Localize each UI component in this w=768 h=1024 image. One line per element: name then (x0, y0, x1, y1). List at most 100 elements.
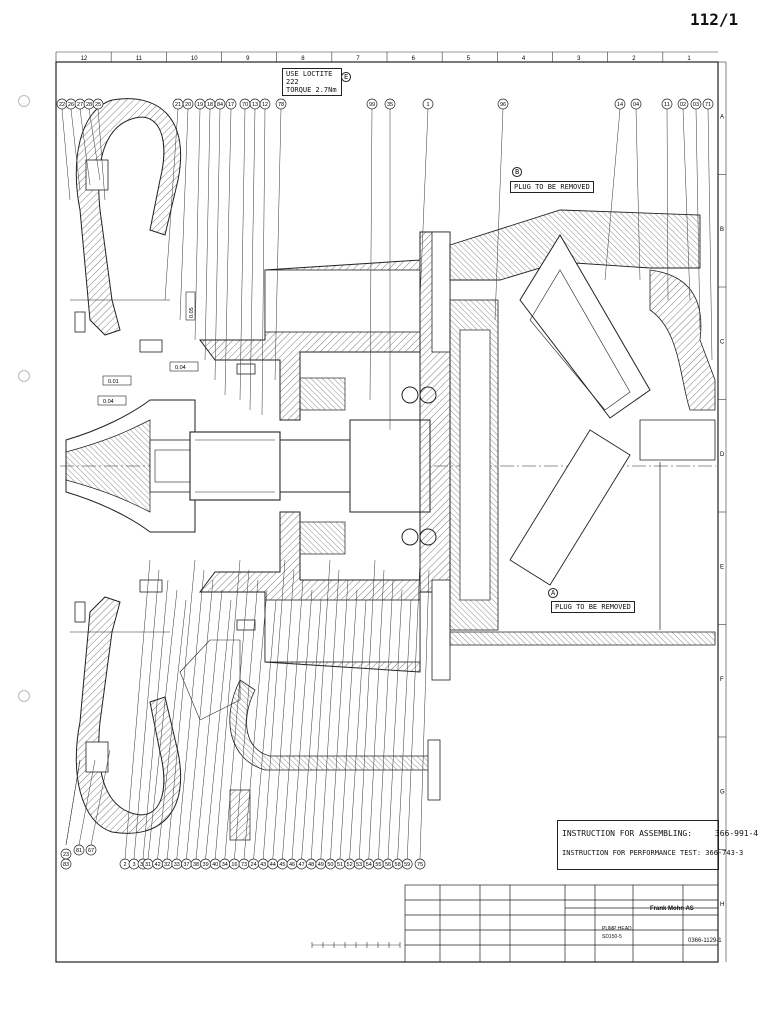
tolerance-3: 0.04 (175, 365, 186, 371)
item-balloon-label: 71 (705, 102, 711, 108)
item-balloon-label: 54 (366, 862, 372, 868)
item-balloon (401, 858, 413, 870)
leader-lines (61, 108, 713, 860)
zone-label-right: A (720, 114, 724, 120)
item-balloon-label: 28 (86, 102, 92, 108)
item-balloon-label: 46 (289, 862, 295, 868)
item-balloon-label: 51 (337, 862, 343, 868)
performance-instruction: INSTRUCTION FOR PERFORMANCE TEST: 366-74… (562, 849, 743, 857)
loctite-note: USE LOCTITE 222 TORQUE 2.7Nm (282, 68, 342, 96)
item-balloon (60, 858, 72, 870)
zone-label-top: 11 (136, 56, 143, 62)
plug-bottom-ref: A (551, 589, 556, 597)
item-balloon-label: 52 (347, 862, 353, 868)
item-balloon (384, 98, 396, 110)
sheet-number: 112/1 (690, 10, 739, 29)
product-line-2: SD150-5 (602, 934, 622, 940)
item-balloon-label: 04 (633, 102, 639, 108)
zone-label-top: 12 (81, 56, 88, 62)
plug-top-note: PLUG TO BE REMOVED (510, 181, 594, 193)
item-balloon-label: 17 (228, 102, 234, 108)
item-balloon (259, 98, 271, 110)
item-balloon-label: 70 (242, 102, 248, 108)
item-balloon (92, 98, 104, 110)
item-balloon-label: 31 (145, 862, 151, 868)
plug-bottom-ref-balloon: A (548, 588, 559, 598)
item-balloon-label: 25 (95, 102, 101, 108)
item-balloon (225, 98, 237, 110)
impeller (65, 399, 196, 533)
scale-bar (311, 942, 401, 948)
item-balloon-label: 58 (395, 862, 401, 868)
item-balloon-label: 75 (417, 862, 423, 868)
item-balloon (630, 98, 642, 110)
item-balloon-label: 35 (387, 102, 393, 108)
item-balloon-label: 16 (231, 862, 237, 868)
flange (419, 231, 499, 681)
zone-label-top: 3 (577, 56, 581, 62)
item-balloon-label: 22 (59, 102, 65, 108)
hydraulic-motor (449, 209, 716, 646)
plug-bottom-note: PLUG TO BE REMOVED (551, 601, 635, 613)
zone-label-top: 5 (467, 56, 471, 62)
zone-label-top: 9 (246, 56, 250, 62)
item-balloon-label: 48 (308, 862, 314, 868)
company-name: Frank Mohn AS (650, 906, 694, 912)
item-balloon (677, 98, 689, 110)
zone-label-right: E (720, 564, 724, 570)
zone-label-top: 7 (356, 56, 360, 62)
item-balloon (702, 98, 714, 110)
item-balloon-label: 59 (404, 862, 410, 868)
zone-label-top: 4 (522, 56, 526, 62)
item-balloon-label: 14 (617, 102, 623, 108)
item-balloon-label: 43 (260, 862, 266, 868)
zone-label-right: H (720, 902, 724, 908)
item-balloon-label: 11 (664, 102, 670, 108)
item-balloon-label: 47 (299, 862, 305, 868)
item-balloon-label: 78 (278, 102, 284, 108)
item-balloon (182, 98, 194, 110)
item-balloon-label: 20 (185, 102, 191, 108)
item-balloon-label: 2 (123, 862, 126, 868)
tolerance-frames: 0.01 0.04 0.04 0.05 (97, 291, 199, 406)
item-balloon (614, 98, 626, 110)
item-balloon-label: 1 (426, 102, 429, 108)
zone-label-right: C (720, 339, 725, 345)
item-balloon-label: 45 (279, 862, 285, 868)
item-balloon-label: 03 (693, 102, 699, 108)
plug-top-ref-balloon: B (512, 167, 523, 177)
loctite-note-line-1: USE LOCTITE 222 (286, 70, 333, 86)
punch-hole (18, 370, 30, 382)
zone-label-right: D (720, 452, 725, 458)
zone-label-top: 2 (632, 56, 636, 62)
item-balloon-label: 24 (251, 862, 257, 868)
item-balloon (497, 98, 509, 110)
item-balloon-label: 19 (197, 102, 203, 108)
title-block (404, 884, 719, 963)
punch-hole (18, 690, 30, 702)
loctite-ref-balloon: E (341, 72, 352, 82)
item-balloon-label: 49 (318, 862, 324, 868)
item-balloon-label: 67 (88, 848, 94, 854)
assembling-instruction: INSTRUCTION FOR ASSEMBLING: 366-991-4 (562, 829, 758, 838)
balloons-bottom: 2330314232333738394034167324434445464748… (119, 858, 426, 870)
plug-bottom-text: PLUG TO BE REMOVED (555, 603, 631, 611)
zone-label-right: B (720, 227, 724, 233)
assembling-code: 366-991-4 (714, 829, 759, 838)
item-balloon-label: 96 (500, 102, 506, 108)
item-balloon-label: 18 (207, 102, 213, 108)
loctite-ref: E (344, 73, 349, 81)
product-line-1: PUMP HEAD (602, 926, 632, 932)
performance-label: INSTRUCTION FOR PERFORMANCE TEST: (562, 849, 702, 857)
item-balloon (214, 98, 226, 110)
plug-top-text: PLUG TO BE REMOVED (514, 183, 590, 191)
item-balloon-label: 26 (68, 102, 74, 108)
item-balloon-label: 44 (270, 862, 276, 868)
bolts (74, 311, 256, 631)
item-balloon-label: 42 (155, 862, 161, 868)
item-balloon-label: 56 (385, 862, 391, 868)
zone-label-top: 10 (191, 56, 198, 62)
zone-label-right: F (720, 677, 724, 683)
